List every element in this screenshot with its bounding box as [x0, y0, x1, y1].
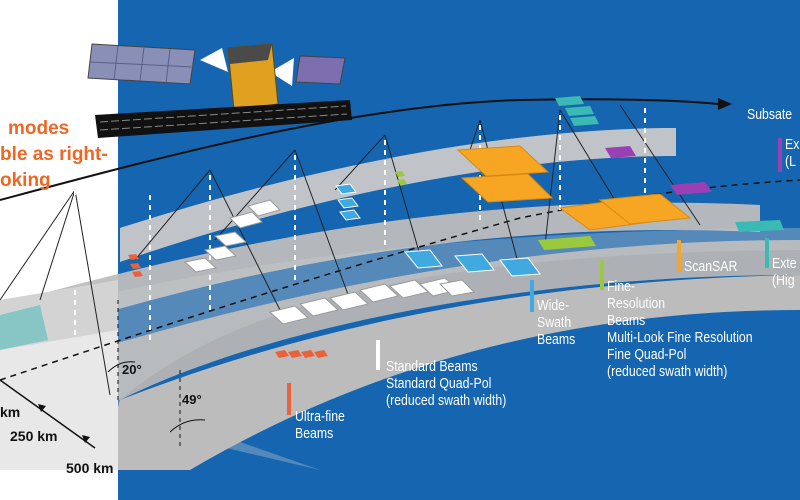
orbit-arrow	[718, 98, 732, 110]
standard-label-line-3: (reduced swath width)	[386, 392, 507, 409]
distance-arrow-2	[82, 435, 90, 443]
extended-high-label: Exte (Hig	[772, 255, 797, 289]
distance-label-3: 500 km	[66, 460, 114, 476]
distance-axis	[0, 379, 96, 449]
ultrafine-label-line-2: Beams	[295, 425, 334, 442]
subsatellite-label: Subsate	[747, 106, 793, 123]
extended-low-label: Ex (L	[785, 136, 799, 170]
scansar-legend-bar	[677, 240, 681, 272]
fine-footprints	[395, 171, 596, 250]
fine-legend-bar	[600, 260, 604, 290]
fine-label-line-2: Resolution	[607, 295, 666, 312]
wide-swath-label-line-2: Swath	[537, 314, 572, 331]
satellite-illustration	[87, 43, 352, 138]
extended-high-legend-bar	[765, 238, 769, 268]
nearest-ground-strip	[100, 275, 800, 470]
ultrafine-legend-bar	[287, 383, 291, 415]
extended-high-label-line-1: Exte	[772, 255, 797, 272]
standard-legend-bar	[376, 340, 380, 370]
fine-label-line-6: (reduced swath width)	[607, 363, 728, 380]
distance-arrow-1	[38, 404, 46, 412]
ground-strip	[0, 228, 800, 470]
extended-high-footprints	[555, 96, 784, 232]
fine-label-line-1: Fine-	[607, 278, 636, 295]
side-note-line-2: ble as right-	[0, 144, 108, 165]
scansar-label: ScanSAR	[684, 258, 738, 275]
side-note-line-3: oking	[0, 170, 51, 191]
left-ghost-footprint	[0, 305, 48, 350]
extended-low-legend-bar	[778, 138, 782, 172]
ultrafine-label-line-1: Ultra-fine	[295, 408, 345, 425]
fine-label-line-3: Beams	[607, 312, 646, 329]
side-note-line-1: modes	[8, 118, 70, 139]
side-note: modes ble as right- oking	[0, 116, 108, 194]
extended-low-label-line-1: Ex	[785, 136, 800, 153]
wide-swath-label: Wide- Swath Beams	[537, 297, 575, 348]
angle-arc-20	[107, 361, 136, 373]
standard-footprints	[183, 199, 476, 325]
fine-label-line-5: Fine Quad-Pol	[607, 346, 687, 363]
wide-swath-label-line-3: Beams	[537, 331, 576, 348]
wide-swath-footprints	[335, 183, 541, 277]
standard-label-line-1: Standard Beams	[386, 358, 478, 375]
fine-label-line-4: Multi-Look Fine Resolution	[607, 329, 753, 346]
ultrafine-beams-label: Ultra-fine Beams	[295, 408, 345, 442]
angle-label-20: 20°	[122, 362, 142, 377]
extended-high-label-line-2: (Hig	[772, 272, 795, 289]
angle-arc-49	[169, 419, 206, 433]
wide-swath-label-line-1: Wide-	[537, 297, 570, 314]
nadir-lines	[74, 108, 646, 340]
orbit-arc	[0, 98, 719, 201]
extended-low-footprints	[605, 146, 712, 195]
distance-label-2: 250 km	[10, 428, 58, 444]
wide-legend-bar	[530, 280, 534, 312]
standard-beams-label: Standard Beams Standard Quad-Pol (reduce…	[386, 358, 506, 409]
distance-label-1: km	[0, 404, 21, 420]
extended-low-label-line-2: (L	[785, 153, 796, 170]
ultrafine-footprints	[128, 254, 328, 358]
standard-label-line-2: Standard Quad-Pol	[386, 375, 492, 392]
angle-label-49: 49°	[182, 392, 202, 407]
scansar-footprints	[456, 145, 692, 231]
fine-resolution-label: Fine- Resolution Beams Multi-Look Fine R…	[607, 278, 753, 380]
